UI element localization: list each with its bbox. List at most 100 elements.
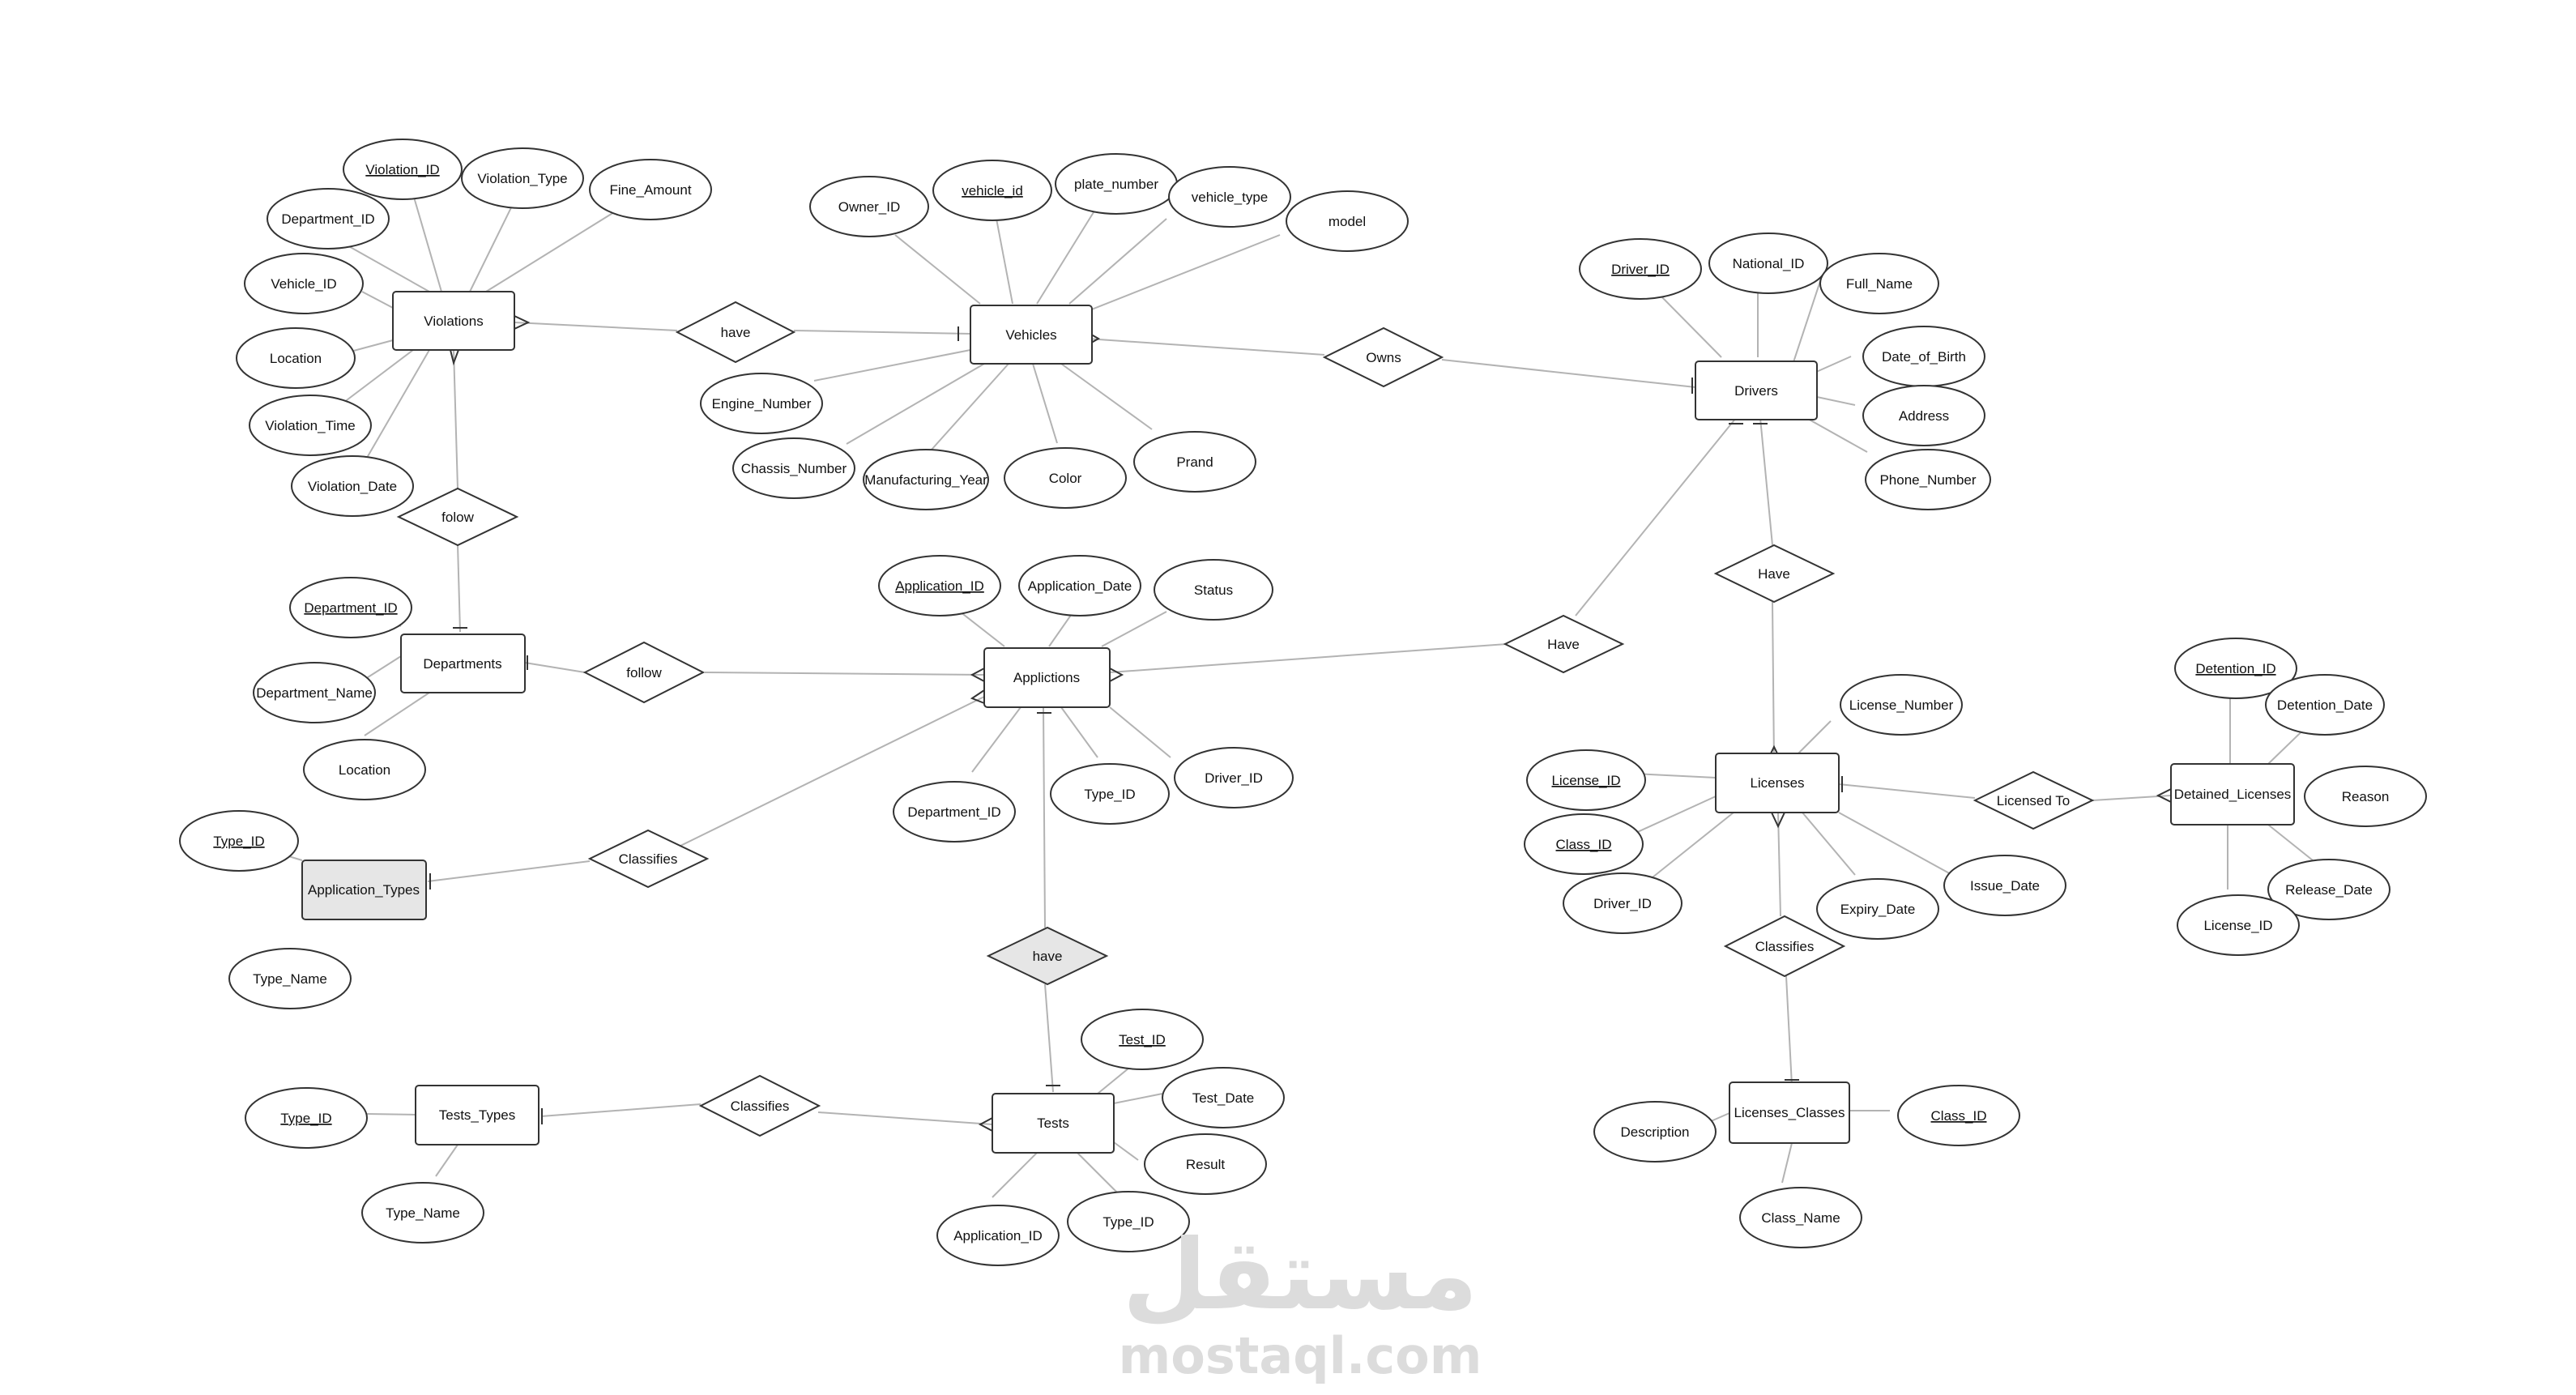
svg-text:Violation_Time: Violation_Time: [265, 418, 356, 433]
attribute-app-department-id: Department_ID: [893, 781, 1016, 843]
relationship-violations-have-vehicles: have: [675, 301, 796, 364]
attribute-department-location: Location: [303, 739, 426, 800]
attribute-violation-time: Violation_Time: [249, 395, 372, 456]
attribute-model: model: [1286, 190, 1409, 252]
entity-licenses-classes[interactable]: Licenses_Classes: [1729, 1081, 1850, 1144]
svg-text:vehicle_type: vehicle_type: [1192, 190, 1269, 205]
attribute-violation-date: Violation_Date: [291, 455, 414, 517]
svg-text:Classifies: Classifies: [731, 1099, 790, 1114]
relationship-applications-have-tests: have: [986, 926, 1109, 986]
watermark: مستقل mostaql.com: [1119, 1219, 1482, 1385]
attribute-violation-type: Violation_Type: [461, 147, 584, 209]
svg-text:Application_Date: Application_Date: [1028, 578, 1132, 594]
attribute-detention-date: Detention_Date: [2265, 674, 2385, 736]
svg-text:Application_Types: Application_Types: [308, 882, 420, 898]
entity-departments[interactable]: Departments: [400, 634, 526, 693]
attribute-engine-number: Engine_Number: [700, 373, 823, 434]
attribute-license-class-id: Class_ID: [1524, 813, 1644, 875]
attribute-testtype-type-id: Type_ID: [245, 1087, 368, 1149]
svg-text:Classifies: Classifies: [1755, 939, 1815, 954]
attribute-license-id: License_ID: [1526, 749, 1646, 811]
attribute-color: Color: [1004, 447, 1127, 509]
attribute-driver-id: Driver_ID: [1579, 238, 1702, 300]
attribute-violation-id: Violation_ID: [343, 139, 463, 200]
entity-detained-licenses[interactable]: Detained_Licenses: [2170, 763, 2295, 825]
attribute-test-date: Test_Date: [1162, 1067, 1285, 1128]
attribute-test-application-id: Application_ID: [936, 1205, 1060, 1266]
svg-text:Fine_Amount: Fine_Amount: [609, 182, 691, 198]
svg-text:Owns: Owns: [1366, 350, 1401, 365]
svg-text:Type_ID: Type_ID: [1084, 787, 1135, 802]
entity-applications[interactable]: Applictions: [983, 647, 1111, 708]
entity-licenses[interactable]: Licenses: [1715, 753, 1840, 813]
svg-text:Phone_Number: Phone_Number: [1879, 472, 1976, 488]
attribute-apptype-type-name: Type_Name: [228, 948, 352, 1009]
svg-text:Driver_ID: Driver_ID: [1593, 896, 1652, 911]
svg-text:Location: Location: [339, 762, 390, 778]
relationship-application-types-classifies: Classifies: [587, 829, 710, 889]
svg-text:Class_ID: Class_ID: [1556, 837, 1612, 852]
svg-text:Result: Result: [1186, 1157, 1225, 1172]
svg-text:Manufacturing_Year: Manufacturing_Year: [864, 472, 987, 488]
svg-text:have: have: [1033, 949, 1063, 964]
entity-tests[interactable]: Tests: [992, 1093, 1115, 1154]
svg-text:Department_ID: Department_ID: [281, 211, 374, 227]
attribute-class-id: Class_ID: [1897, 1085, 2020, 1146]
entity-tests-types[interactable]: Tests_Types: [415, 1085, 540, 1145]
svg-text:Release_Date: Release_Date: [2285, 882, 2373, 898]
relationship-vehicles-owns-drivers: Owns: [1322, 326, 1444, 388]
entity-application-types[interactable]: Application_Types: [301, 860, 427, 920]
svg-text:Type_Name: Type_Name: [253, 971, 327, 987]
svg-text:Classifies: Classifies: [619, 851, 678, 867]
entity-vehicles[interactable]: Vehicles: [970, 305, 1093, 365]
attribute-license-driver-id: Driver_ID: [1563, 872, 1683, 934]
svg-text:Location: Location: [270, 351, 322, 366]
svg-text:Reason: Reason: [2342, 789, 2390, 804]
svg-text:License_ID: License_ID: [2203, 918, 2272, 933]
attribute-testtype-type-name: Type_Name: [361, 1182, 484, 1244]
attribute-vehicle-type: vehicle_type: [1168, 166, 1291, 228]
attribute-violation-department-id: Department_ID: [267, 188, 390, 250]
svg-text:Test_Date: Test_Date: [1192, 1090, 1255, 1106]
svg-text:Color: Color: [1049, 471, 1082, 486]
svg-text:plate_number: plate_number: [1074, 177, 1158, 192]
attribute-owner-id: Owner_ID: [809, 176, 929, 237]
svg-text:License_Number: License_Number: [1849, 698, 1954, 713]
relationship-licensed-to: Licensed To: [1973, 770, 2095, 830]
svg-text:Description: Description: [1620, 1124, 1689, 1140]
cardinality-marks: [429, 315, 2172, 1132]
svg-text:Detention_ID: Detention_ID: [2195, 661, 2275, 676]
svg-text:Tests: Tests: [1037, 1116, 1069, 1131]
svg-text:Departments: Departments: [423, 656, 501, 672]
svg-text:Test_ID: Test_ID: [1119, 1032, 1166, 1047]
attribute-prand: Prand: [1133, 431, 1256, 493]
svg-text:Department_Name: Department_Name: [256, 685, 373, 701]
attribute-address: Address: [1862, 385, 1985, 446]
svg-text:Tests_Types: Tests_Types: [439, 1107, 516, 1123]
svg-text:Applictions: Applictions: [1013, 670, 1080, 685]
svg-text:Application_ID: Application_ID: [895, 578, 984, 594]
svg-text:Vehicle_ID: Vehicle_ID: [271, 276, 336, 292]
svg-text:Type_ID: Type_ID: [1102, 1214, 1154, 1230]
entity-violations[interactable]: Violations: [392, 291, 515, 351]
attribute-department-id: Department_ID: [289, 577, 412, 638]
svg-text:Violation_ID: Violation_ID: [365, 162, 439, 177]
svg-text:follow: follow: [626, 665, 662, 680]
svg-text:Expiry_Date: Expiry_Date: [1840, 902, 1916, 917]
attribute-test-type-id: Type_ID: [1067, 1191, 1190, 1252]
svg-text:Vehicles: Vehicles: [1005, 327, 1056, 343]
attribute-national-id: National_ID: [1708, 232, 1828, 294]
svg-text:Application_ID: Application_ID: [953, 1228, 1043, 1244]
svg-text:model: model: [1329, 214, 1366, 229]
svg-text:National_ID: National_ID: [1733, 256, 1805, 271]
attribute-date-of-birth: Date_of_Birth: [1862, 326, 1985, 387]
svg-text:Class_Name: Class_Name: [1761, 1210, 1840, 1226]
svg-text:Licensed To: Licensed To: [1997, 793, 2070, 808]
svg-text:Violations: Violations: [424, 314, 483, 329]
attribute-detained-license-id: License_ID: [2177, 894, 2300, 956]
entity-drivers[interactable]: Drivers: [1695, 360, 1818, 420]
relationship-drivers-have-licenses: Have: [1713, 544, 1836, 604]
attribute-apptype-type-id: Type_ID: [179, 810, 299, 872]
svg-text:License_ID: License_ID: [1551, 773, 1620, 788]
